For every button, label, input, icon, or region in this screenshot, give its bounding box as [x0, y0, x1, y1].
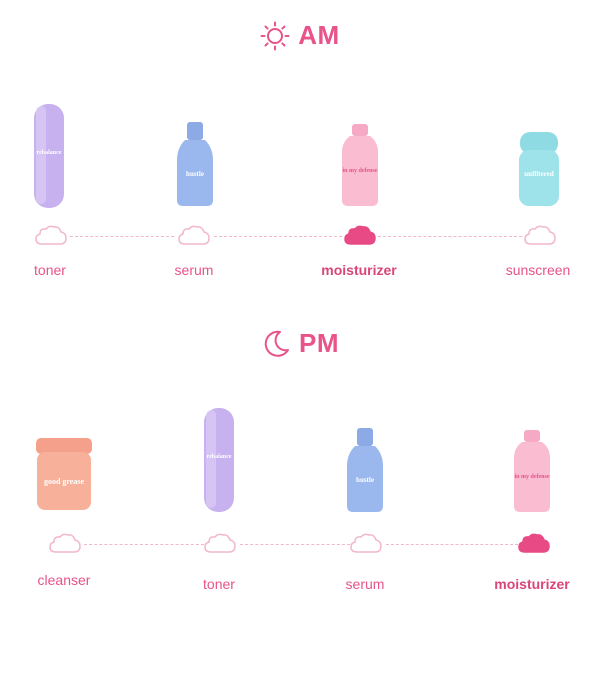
am-step-label-serum: serum [174, 262, 214, 278]
pm-product-toner[interactable]: rebalance [202, 406, 236, 514]
am-serum-brand: hustle [186, 170, 204, 178]
cloud-filled-icon[interactable] [343, 224, 377, 246]
sun-icon [260, 21, 290, 50]
pm-heading: PM [0, 328, 600, 359]
pm-product-cleanser[interactable]: good grease [34, 436, 94, 512]
pm-step-label-moisturizer: moisturizer [494, 576, 570, 592]
cloud-outline-icon[interactable] [48, 532, 82, 554]
pm-title: PM [299, 328, 339, 358]
am-toner-brand: rebalance [37, 150, 62, 156]
pm-serum-brand: hustle [356, 476, 374, 484]
cloud-outline-icon[interactable] [203, 532, 237, 554]
am-product-sunscreen[interactable]: unfiltered [517, 130, 561, 208]
cloud-filled-icon[interactable] [517, 532, 551, 554]
pm-step-label-toner: toner [203, 576, 235, 592]
pm-product-serum[interactable]: hustle [343, 426, 387, 514]
am-step-label-moisturizer: moisturizer [321, 262, 397, 278]
am-moisturizer-brand: in my defense [343, 168, 378, 174]
am-heading: AM [0, 20, 600, 51]
am-connector [378, 236, 522, 237]
am-connector [70, 236, 174, 237]
am-title: AM [298, 20, 340, 50]
am-product-moisturizer[interactable]: in my defense [340, 122, 380, 208]
am-product-serum[interactable]: hustle [173, 120, 217, 208]
cloud-outline-icon[interactable] [177, 224, 211, 246]
cloud-outline-icon[interactable] [523, 224, 557, 246]
pm-connector [240, 544, 350, 545]
pm-timeline [0, 524, 600, 564]
pm-step-label-cleanser: cleanser [37, 572, 91, 588]
am-step-label-toner: toner [34, 262, 66, 278]
cloud-outline-icon[interactable] [349, 532, 383, 554]
am-product-toner[interactable]: rebalance [32, 102, 66, 210]
pm-moisturizer-brand: in my defense [515, 474, 550, 480]
pm-product-moisturizer[interactable]: in my defense [512, 428, 552, 514]
pm-step-label-serum: serum [345, 576, 385, 592]
am-step-label-sunscreen: sunscreen [505, 262, 571, 278]
cloud-outline-icon[interactable] [34, 224, 68, 246]
moon-icon [264, 330, 289, 357]
am-connector [214, 236, 342, 237]
pm-toner-brand: rebalance [207, 454, 232, 460]
am-timeline [0, 216, 600, 256]
pm-cleanser-brand: good grease [44, 477, 85, 486]
pm-connector [84, 544, 204, 545]
pm-connector [386, 544, 518, 545]
am-sunscreen-brand: unfiltered [524, 170, 554, 178]
